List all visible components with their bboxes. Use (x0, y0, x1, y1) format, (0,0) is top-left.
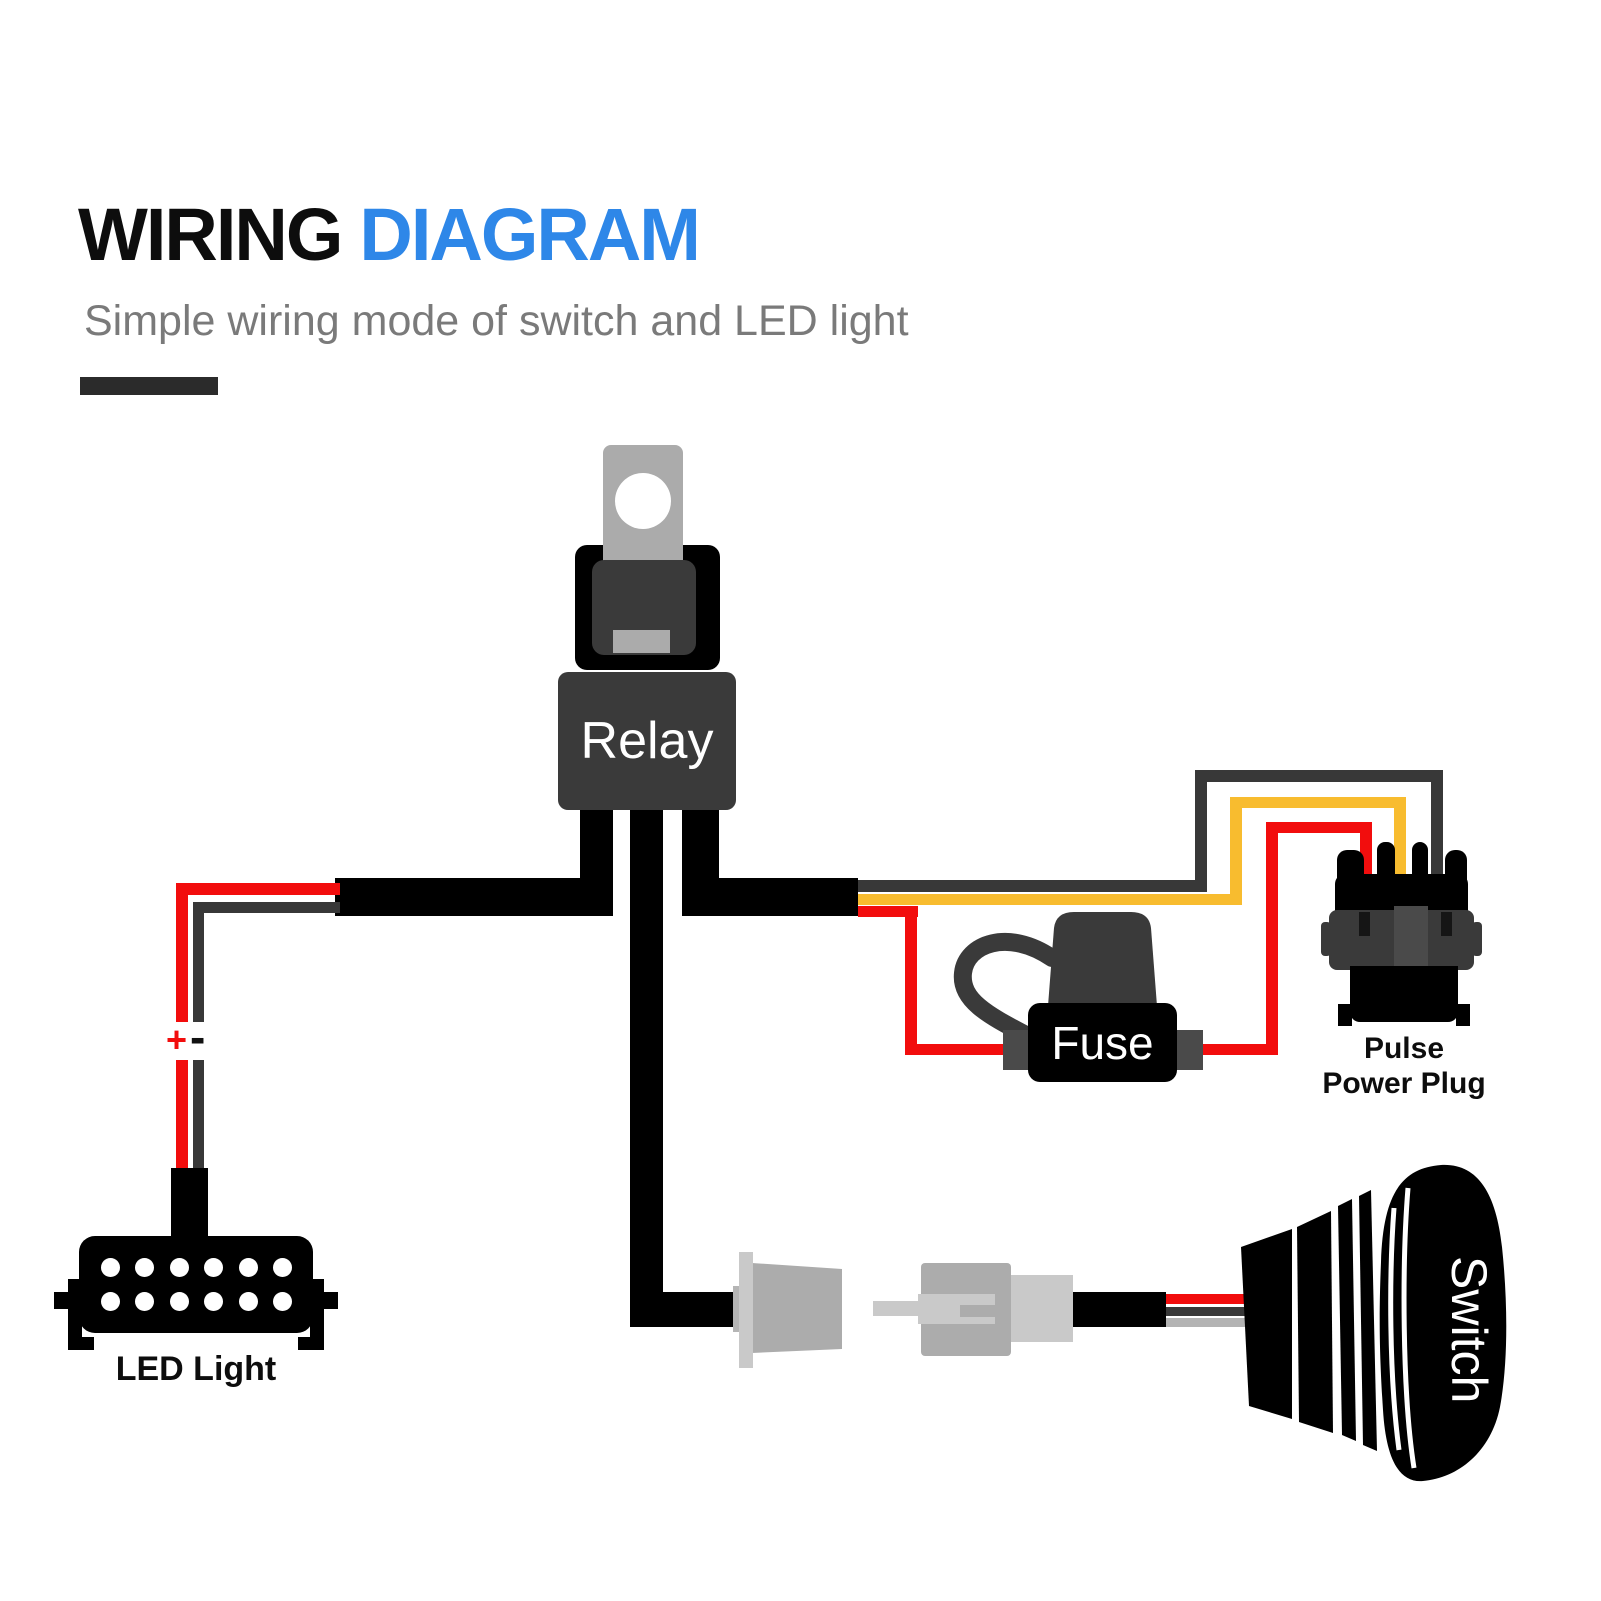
relay-mount-hole (615, 473, 671, 529)
plug-lower-body (1350, 966, 1458, 1022)
led-light-label: LED Light (115, 1350, 277, 1388)
plug-slit-left (1359, 912, 1370, 936)
led-bracket-left-nub (54, 1292, 68, 1309)
pulse-label-line1: Pulse (1363, 1032, 1445, 1065)
wire-red-fuse-right (1195, 1044, 1278, 1055)
wire-yellow-into-plug (1394, 797, 1406, 877)
relay-leg-right (682, 810, 719, 880)
wire-black-top-horizontal (1195, 770, 1443, 782)
plug-band-bump-right (1472, 922, 1482, 956)
led-dot (170, 1292, 189, 1311)
wire-red-led-vertical-lower (176, 1060, 188, 1170)
wire-red-riser (1266, 822, 1278, 1055)
wire-gray-switch (1166, 1318, 1245, 1327)
title-underline-bar (80, 377, 218, 395)
connector-male-pin-slot (960, 1305, 995, 1317)
led-dot (135, 1292, 154, 1311)
wire-black-led-vertical-lower (193, 1060, 204, 1170)
connector-female-tab (733, 1286, 743, 1332)
plug-prong-2 (1377, 842, 1395, 876)
connector-male-back-block (1011, 1275, 1073, 1342)
connector-female-flange (739, 1252, 753, 1368)
led-dot (170, 1258, 189, 1277)
led-dot (204, 1292, 223, 1311)
pulse-label-line2: Power Plug (1322, 1067, 1486, 1100)
wire-red-led-horizontal (176, 883, 340, 895)
wire-black-into-plug (1431, 770, 1443, 880)
wire-red-led-vertical-upper (176, 883, 188, 1022)
fuse-label: Fuse (1051, 1016, 1154, 1069)
wire-black-switch (1166, 1307, 1245, 1316)
relay-inner-notch (613, 630, 670, 653)
led-dot (273, 1292, 292, 1311)
switch-label: Switch (1441, 1256, 1497, 1403)
plug-center-channel (1394, 906, 1428, 970)
led-dot (204, 1258, 223, 1277)
led-dot (135, 1258, 154, 1277)
led-connector-stub (171, 1168, 208, 1238)
harness-left-bar (335, 878, 613, 916)
wire-red-to-fuse-down (905, 906, 917, 1055)
relay-leg-left (580, 810, 613, 880)
switch-stub-wire (1073, 1292, 1166, 1327)
led-bracket-left-vertical (68, 1279, 82, 1350)
connector-female-body (752, 1263, 842, 1353)
wire-black-right-horizontal (858, 880, 1207, 892)
led-bracket-right-bottom (298, 1337, 324, 1350)
wire-red-fuse-left (905, 1044, 1015, 1055)
pulse-power-plug-label: Pulse Power Plug (1294, 1031, 1514, 1101)
led-bracket-right-vertical (310, 1279, 324, 1350)
page-subtitle: Simple wiring mode of switch and LED lig… (84, 297, 909, 345)
plug-foot-left (1338, 1004, 1352, 1026)
wire-yellow-top-horizontal (1230, 797, 1406, 808)
title-word-wiring: WIRING (78, 193, 343, 276)
plug-foot-right (1456, 1004, 1470, 1026)
switch-trunk-elbow (630, 1292, 733, 1327)
led-dot (239, 1292, 258, 1311)
title-word-diagram: DIAGRAM (359, 193, 701, 276)
led-dot (101, 1258, 120, 1277)
switch-trunk-vertical (630, 810, 663, 1327)
wire-red-top-horizontal (1266, 822, 1372, 833)
relay-label: Relay (580, 712, 714, 770)
wire-yellow-riser (1230, 797, 1242, 905)
wire-red-switch (1166, 1294, 1245, 1304)
wire-black-led-horizontal (193, 902, 340, 913)
polarity-positive: + (166, 1019, 188, 1060)
connector-male-pin-shaft (873, 1301, 923, 1316)
fuse-terminal-left (1003, 1030, 1029, 1070)
wire-red-to-fuse-horizontal (858, 906, 918, 917)
plug-prong-3 (1412, 842, 1428, 876)
switch-icon: Switch (1241, 1164, 1507, 1482)
plug-band-bump-left (1321, 922, 1331, 956)
led-dot (101, 1292, 120, 1311)
led-bracket-left-bottom (68, 1337, 94, 1350)
fuse-cap (1048, 912, 1157, 1006)
led-bracket-right-nub (324, 1292, 338, 1309)
wire-black-riser (1195, 770, 1207, 892)
harness-right-bar (682, 878, 858, 916)
led-light-bar (79, 1236, 313, 1333)
plug-slit-right (1441, 912, 1452, 936)
polarity-negative: - (190, 1011, 206, 1063)
fuse-terminal-right (1176, 1030, 1203, 1070)
led-dot (273, 1258, 292, 1277)
wire-black-led-vertical-upper (193, 902, 204, 1022)
fuse-body: Fuse (1028, 1003, 1177, 1082)
relay-body: Relay (558, 672, 736, 810)
led-dot (239, 1258, 258, 1277)
wire-yellow-horizontal (858, 894, 1242, 905)
